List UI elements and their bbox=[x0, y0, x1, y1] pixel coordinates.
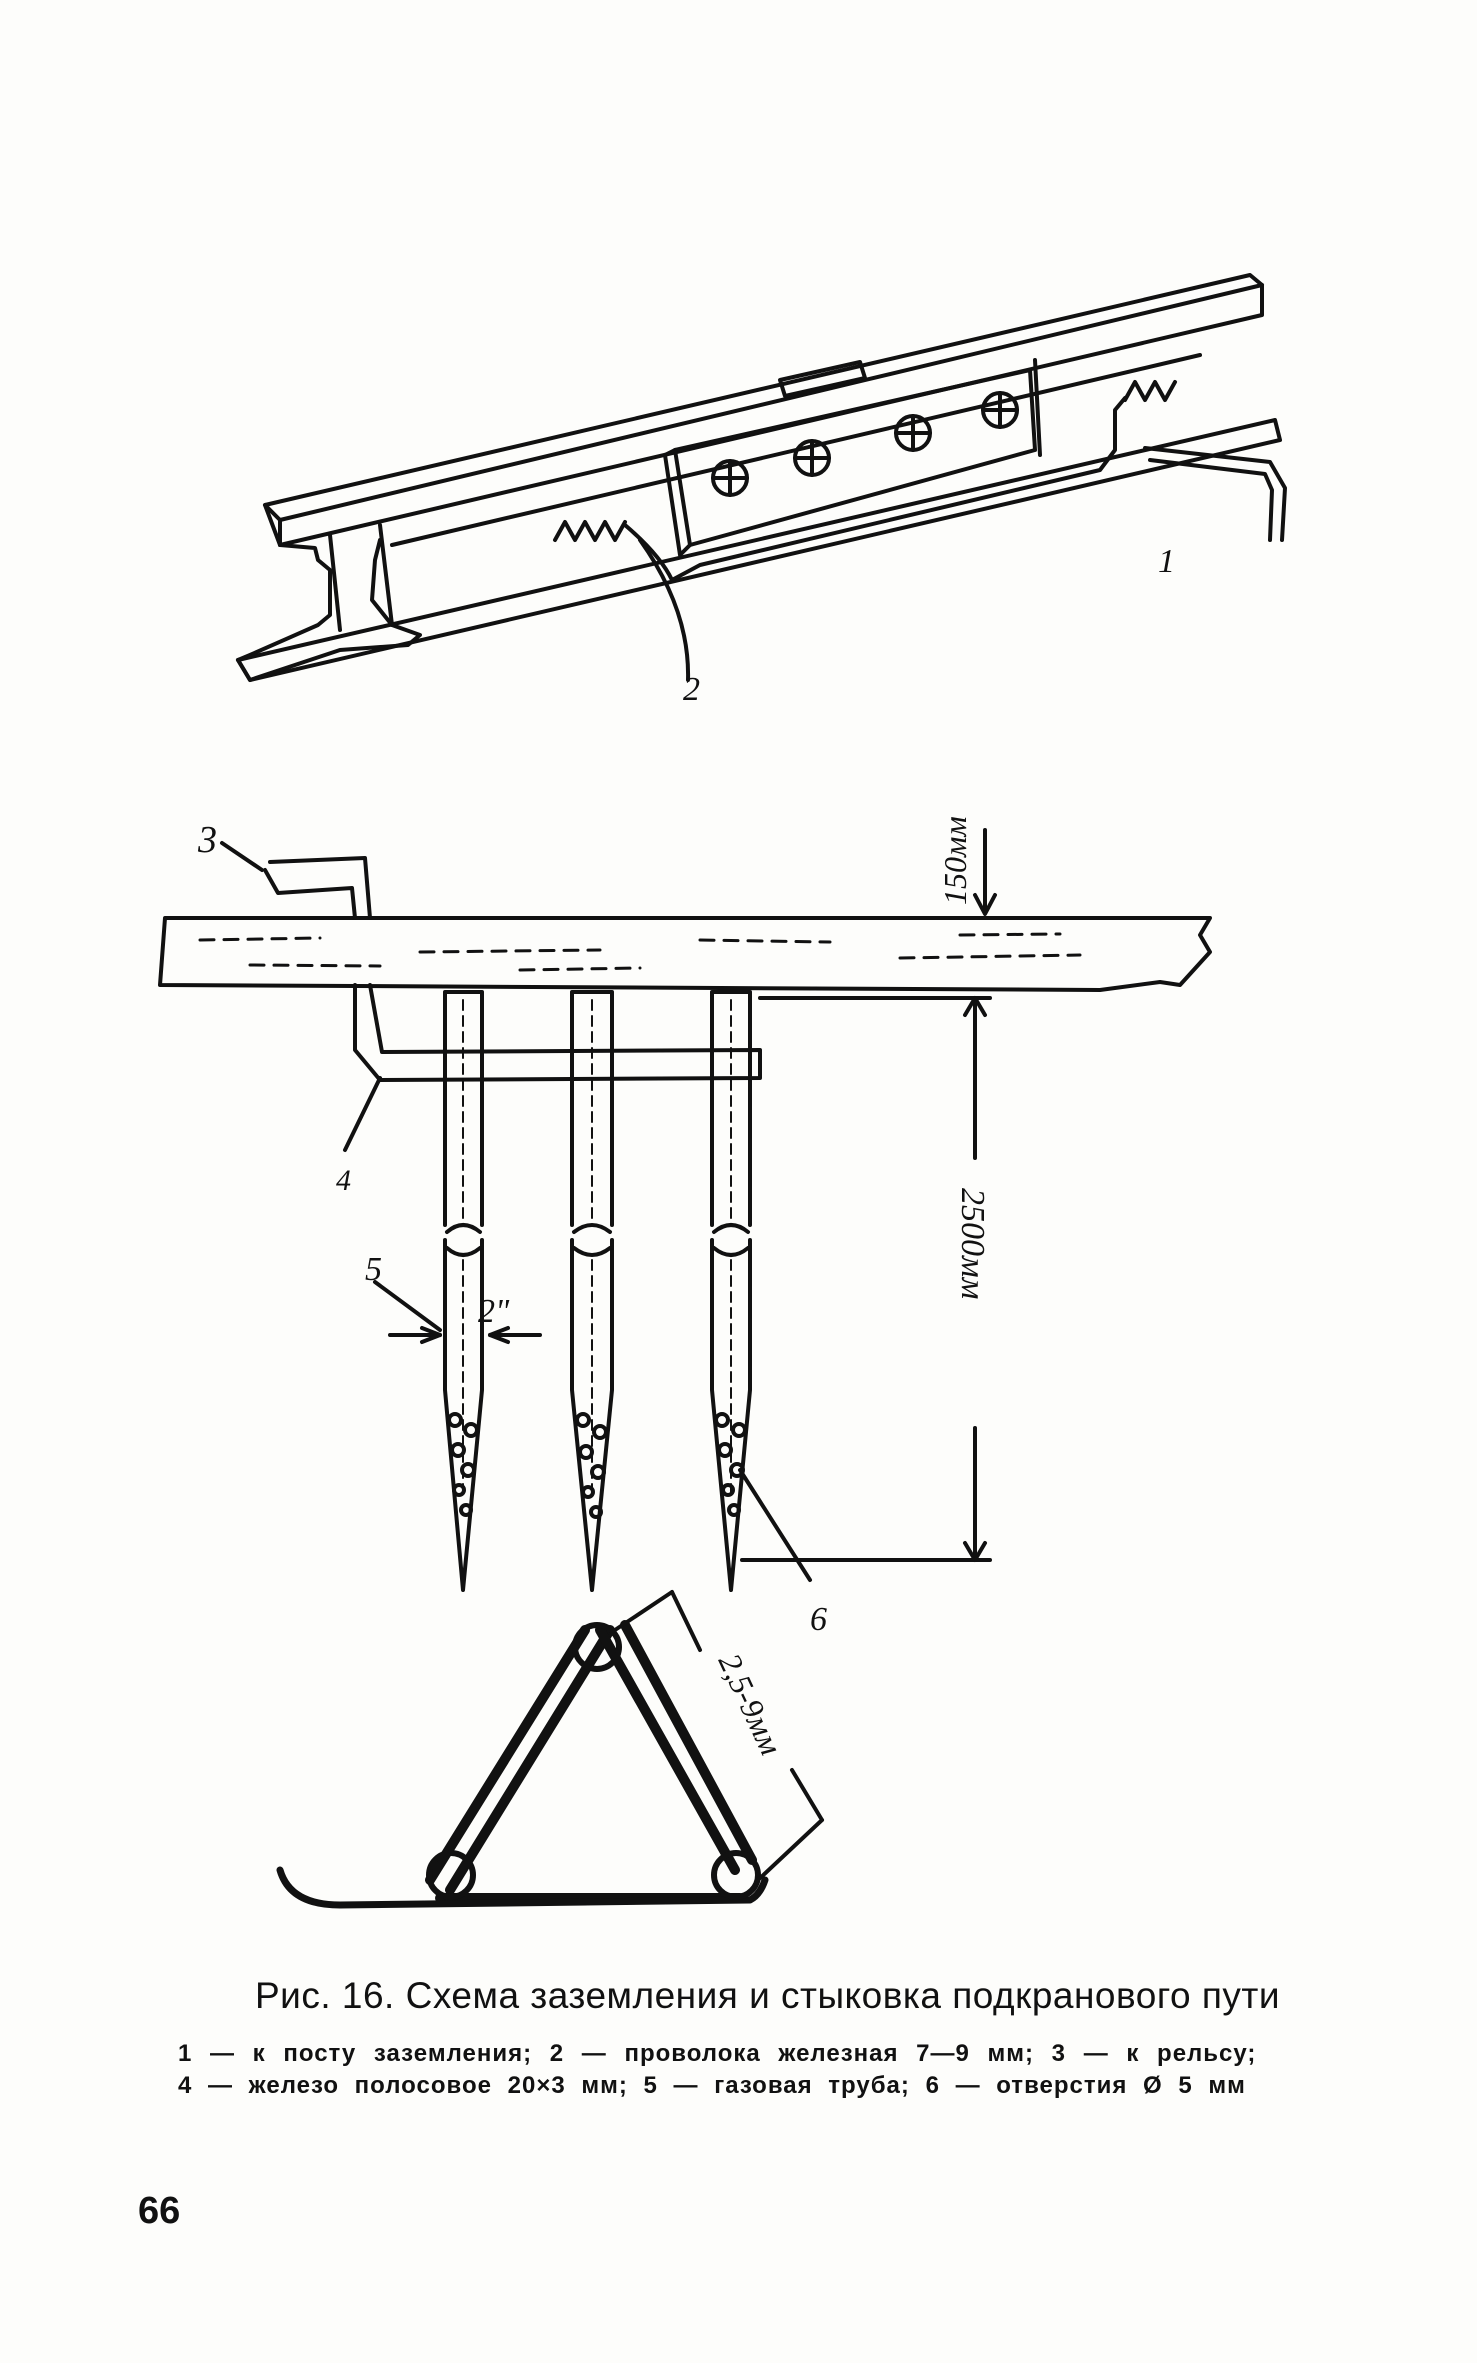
wire-size-label: 2,5-9мм bbox=[712, 1648, 790, 1761]
pipe-electrode bbox=[710, 990, 752, 1592]
bolt-icon bbox=[793, 439, 831, 477]
crane-rail-illustration bbox=[236, 273, 1287, 682]
wire-coil-icon bbox=[1123, 380, 1177, 402]
label-3: 3 bbox=[197, 819, 217, 861]
pipe-diameter-label: 2" bbox=[478, 1293, 510, 1330]
figure-legend-line: 1 — к посту заземления; 2 — проволока же… bbox=[178, 2040, 1257, 2067]
bolt-icon bbox=[894, 414, 932, 452]
pipe-electrode bbox=[570, 990, 614, 1592]
label-6: 6 bbox=[810, 1601, 827, 1638]
label-5: 5 bbox=[365, 1251, 382, 1288]
bolt-icon bbox=[711, 459, 749, 497]
figure-caption-title: Рис. 16. Схема заземления и стыковка под… bbox=[255, 1975, 1281, 2016]
wire-coil-icon bbox=[553, 520, 627, 542]
depth-main-label: 2500мм bbox=[954, 1188, 991, 1299]
figure-legend-line: 4 — железо полосовое 20×3 мм; 5 — газова… bbox=[178, 2072, 1246, 2099]
pipe-electrode bbox=[443, 990, 484, 1592]
label-4: 4 bbox=[336, 1164, 351, 1197]
label-2: 2 bbox=[683, 671, 700, 708]
depth-top-label: 150мм bbox=[937, 816, 973, 905]
ground-electrode-illustration bbox=[158, 828, 1212, 1909]
label-1: 1 bbox=[1158, 543, 1175, 580]
page-number: 66 bbox=[138, 2190, 181, 2232]
wire-cross-section bbox=[276, 1590, 824, 1909]
bolt-icon bbox=[981, 391, 1019, 429]
